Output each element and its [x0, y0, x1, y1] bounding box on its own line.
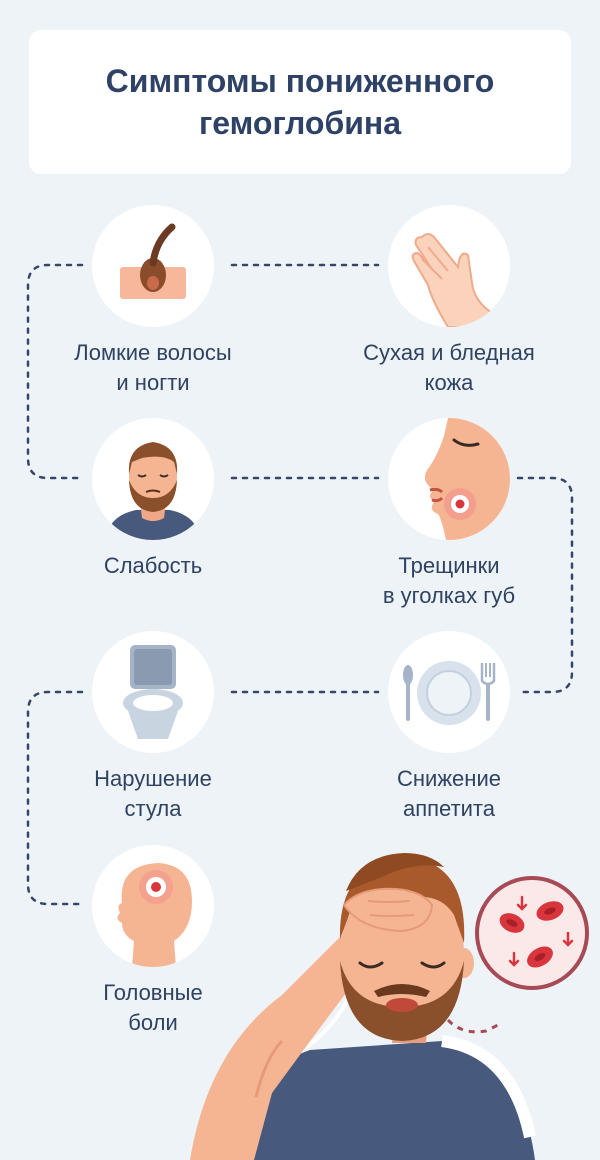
symptom-label-headache-line-2: боли — [128, 1010, 178, 1035]
title-card: Симптомы пониженного гемоглобина — [29, 30, 571, 174]
symptom-label-appetite-line-1: Снижение — [397, 766, 501, 791]
symptom-label-weakness-line-1: Слабость — [103, 553, 203, 578]
hair-follicle-icon — [120, 223, 186, 299]
symptom-label-lips-line-1: Трещинки — [398, 553, 500, 578]
symptom-label-lips-line-2: в уголках губ — [382, 583, 516, 608]
symptom-label-hair-line-2: и ногти — [116, 370, 190, 395]
symptom-label-skin-line-2: кожа — [424, 370, 474, 395]
toilet-icon — [123, 645, 183, 739]
man-headache-illustration — [190, 853, 536, 1160]
symptom-label-headache-line-1: Головные — [103, 980, 203, 1005]
page-title: Симптомы пониженного гемоглобина — [60, 60, 540, 144]
head-pain-icon — [117, 863, 192, 967]
tired-man-icon — [106, 442, 200, 540]
symptom-label-headache: Головные боли — [33, 978, 273, 1038]
symptom-label-stool-line-1: Нарушение — [94, 766, 212, 791]
symptom-node-weakness — [92, 418, 214, 540]
symptom-node-headache — [92, 845, 214, 967]
symptom-label-skin-line-1: Сухая и бледная — [363, 340, 535, 365]
symptom-node-hair — [92, 205, 214, 327]
symptom-label-stool: Нарушение стула — [33, 764, 273, 824]
symptom-label-appetite: Снижение аппетита — [329, 764, 569, 824]
symptom-label-weakness: Слабость — [33, 551, 273, 581]
symptom-label-hair-line-1: Ломкие волосы — [74, 340, 232, 365]
symptom-label-lips: Трещинки в уголках губ — [329, 551, 569, 611]
symptom-node-stool — [92, 631, 214, 753]
plate-icon — [403, 661, 496, 725]
symptom-label-skin: Сухая и бледная кожа — [329, 338, 569, 398]
hand-icon — [411, 233, 494, 327]
symptom-label-hair: Ломкие волосы и ногти — [33, 338, 273, 398]
symptom-label-stool-line-2: стула — [124, 796, 182, 821]
symptom-node-lips — [388, 418, 510, 540]
title-line-2: гемоглобина — [198, 105, 402, 141]
symptom-node-appetite — [388, 631, 510, 753]
symptom-node-skin — [388, 205, 510, 327]
lips-crack-icon — [424, 418, 510, 540]
symptom-label-appetite-line-2: аппетита — [403, 796, 495, 821]
title-line-1: Симптомы пониженного — [105, 63, 495, 99]
blood-cells-icon — [475, 876, 589, 990]
